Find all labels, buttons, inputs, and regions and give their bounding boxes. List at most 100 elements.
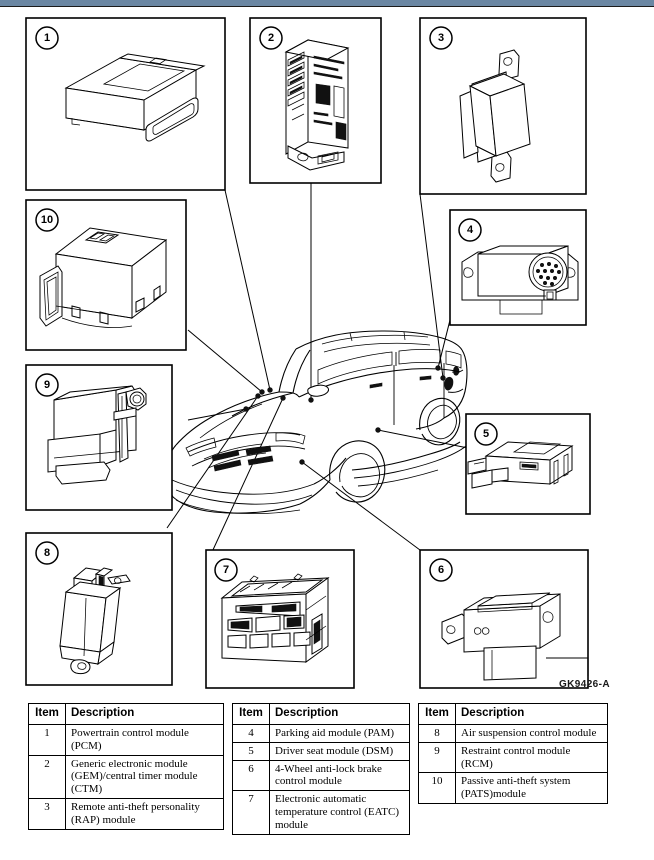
column-header-item: Item: [28, 703, 66, 725]
callout-number-2: 2: [268, 32, 274, 44]
callout-number-6: 6: [438, 564, 444, 576]
location-dot-6: [299, 459, 305, 465]
cell-item: 7: [232, 790, 270, 836]
location-dot-4: [435, 365, 441, 371]
location-dot-2: [308, 397, 314, 403]
cell-item: 2: [28, 754, 66, 800]
column-header-description: Description: [65, 703, 224, 725]
cell-description: Parking aid module (PAM): [269, 723, 410, 743]
module-drawing-pcm: [64, 53, 206, 142]
location-dot-1: [267, 387, 273, 393]
module-drawing-eatc: [220, 573, 330, 663]
cell-description: Driver seat module (DSM): [269, 741, 410, 761]
location-dot-8: [255, 393, 261, 399]
table-header-row: Item Description: [232, 703, 410, 725]
callout-number-10: 10: [41, 214, 53, 226]
table-row: 1 Powertrain control module (PCM): [28, 723, 224, 756]
callout-box-4: 4: [449, 209, 587, 326]
callout-box-8: 8: [25, 532, 173, 686]
cell-description: Air suspension control module: [455, 723, 608, 743]
cell-description: 4-Wheel anti-lock brake control module: [269, 759, 410, 792]
vehicle-illustration: [165, 330, 468, 515]
table-row: 2 Generic electronic module (GEM)/centra…: [28, 754, 224, 800]
cell-description: Remote anti-theft personality (RAP) modu…: [65, 798, 224, 831]
cell-description: Electronic automatic temperature control…: [269, 790, 410, 836]
module-drawing-dsm: [467, 441, 574, 489]
module-drawing-gem: [284, 39, 350, 171]
table-row: 9 Restraint control module (RCM): [418, 741, 608, 774]
table-row: 10 Passive anti-theft system (PATS)modul…: [418, 772, 608, 805]
legend-tables: Item Description 1 Powertrain control mo…: [0, 703, 654, 855]
callout-badge-7: 7: [214, 558, 238, 582]
connector-pins-icon: [535, 261, 561, 286]
callout-badge-2: 2: [259, 26, 283, 50]
column-header-description: Description: [269, 703, 410, 725]
cell-description: Powertrain control module (PCM): [65, 723, 224, 756]
callout-number-7: 7: [223, 564, 229, 576]
table-row: 8 Air suspension control module: [418, 723, 608, 743]
cell-item: 9: [418, 741, 456, 774]
callout-number-4: 4: [467, 224, 474, 236]
figure-part-code: GK9426-A: [559, 679, 610, 690]
callout-box-9: 9: [25, 364, 173, 511]
callout-number-3: 3: [438, 32, 444, 44]
callout-badge-3: 3: [429, 26, 453, 50]
callout-number-1: 1: [44, 32, 50, 44]
module-drawing-rap: [459, 49, 531, 183]
location-dot-10: [259, 389, 265, 395]
cell-item: 3: [28, 798, 66, 831]
callout-badge-10: 10: [35, 208, 59, 232]
column-header-description: Description: [455, 703, 608, 725]
cell-description: Generic electronic module (GEM)/central …: [65, 754, 224, 800]
top-border-strip: [0, 0, 654, 7]
cell-item: 8: [418, 723, 456, 743]
cell-description: Passive anti-theft system (PATS)module: [455, 772, 608, 805]
callout-badge-1: 1: [35, 26, 59, 50]
location-dot-9: [243, 406, 249, 412]
cell-description: Restraint control module (RCM): [455, 741, 608, 774]
location-dot-3: [440, 375, 446, 381]
callout-number-9: 9: [44, 379, 50, 391]
module-drawing-rcm: [47, 385, 147, 485]
callout-box-5: 5: [465, 413, 591, 515]
column-header-item: Item: [418, 703, 456, 725]
callout-box-3: 3: [419, 17, 587, 195]
callout-badge-9: 9: [35, 373, 59, 397]
table-row: 6 4-Wheel anti-lock brake control module: [232, 759, 410, 792]
callout-box-1: 1: [25, 17, 226, 191]
callout-box-10: 10: [25, 199, 187, 351]
callout-box-2: 2: [249, 17, 382, 184]
module-location-illustration: 1: [25, 17, 591, 689]
legend-table-3: Item Description 8 Air suspension contro…: [418, 703, 608, 805]
cell-item: 10: [418, 772, 456, 805]
module-drawing-pam: [461, 245, 579, 315]
cell-item: 4: [232, 723, 270, 743]
callout-box-7: 7: [205, 549, 355, 689]
location-dot-7: [280, 395, 286, 401]
cell-item: 1: [28, 723, 66, 756]
cell-item: 5: [232, 741, 270, 761]
table-row: 3 Remote anti-theft personality (RAP) mo…: [28, 798, 224, 831]
table-header-row: Item Description: [418, 703, 608, 725]
table-row: 4 Parking aid module (PAM): [232, 723, 410, 743]
module-drawing-pats: [39, 227, 168, 328]
cell-item: 6: [232, 759, 270, 792]
module-drawing-air-suspension: [59, 567, 131, 675]
callout-box-6: 6: [419, 549, 589, 689]
callout-badge-4: 4: [458, 218, 482, 242]
leader-lines: [166, 183, 469, 557]
column-header-item: Item: [232, 703, 270, 725]
table-row: 5 Driver seat module (DSM): [232, 741, 410, 761]
callout-badge-5: 5: [474, 422, 498, 446]
table-row: 7 Electronic automatic temperature contr…: [232, 790, 410, 836]
callout-badge-8: 8: [35, 541, 59, 565]
callout-number-8: 8: [44, 547, 50, 559]
callout-badge-6: 6: [429, 558, 453, 582]
legend-table-2: Item Description 4 Parking aid module (P…: [232, 703, 410, 836]
callout-number-5: 5: [483, 428, 489, 440]
module-drawing-abs: [441, 592, 561, 681]
location-dot-5: [375, 427, 381, 433]
table-header-row: Item Description: [28, 703, 224, 725]
legend-table-1: Item Description 1 Powertrain control mo…: [28, 703, 224, 831]
